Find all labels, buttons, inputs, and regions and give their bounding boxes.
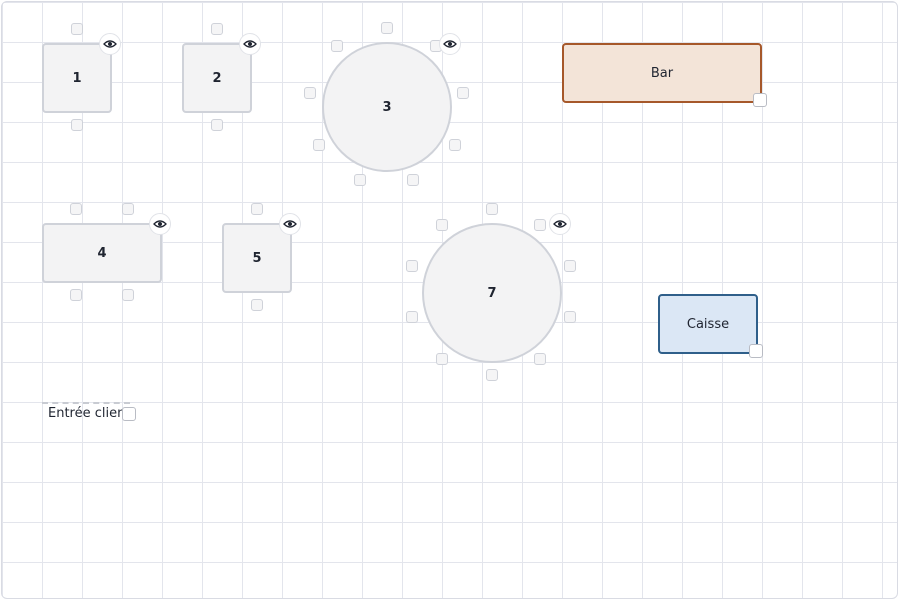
table-label: 2 [212, 70, 222, 86]
chair[interactable] [122, 289, 134, 301]
chair[interactable] [457, 87, 469, 99]
table-label: 4 [97, 245, 107, 261]
eye-icon[interactable] [439, 33, 461, 55]
chair[interactable] [71, 119, 83, 131]
chair[interactable] [406, 260, 418, 272]
chair[interactable] [70, 289, 82, 301]
chair[interactable] [331, 40, 343, 52]
chair[interactable] [436, 353, 448, 365]
chair[interactable] [564, 311, 576, 323]
zone-label: Caisse [686, 316, 730, 332]
table-7[interactable]: 7 [422, 223, 562, 363]
chair[interactable] [211, 119, 223, 131]
eye-icon[interactable] [279, 213, 301, 235]
chair[interactable] [486, 369, 498, 381]
cash-register-zone[interactable]: Caisse [658, 294, 758, 354]
chair[interactable] [486, 203, 498, 215]
entrance-label: Entrée client [48, 406, 130, 421]
entrance-zone[interactable]: Entrée client [42, 402, 130, 422]
resize-handle[interactable] [753, 93, 767, 107]
table-5[interactable]: 5 [222, 223, 292, 293]
zone-label: Bar [650, 65, 674, 81]
chair[interactable] [251, 299, 263, 311]
table-3[interactable]: 3 [322, 42, 452, 172]
table-label: 3 [382, 99, 392, 115]
chair[interactable] [354, 174, 366, 186]
chair[interactable] [449, 139, 461, 151]
resize-handle[interactable] [122, 407, 136, 421]
chair[interactable] [381, 22, 393, 34]
chair[interactable] [436, 219, 448, 231]
chair[interactable] [304, 87, 316, 99]
eye-icon[interactable] [239, 33, 261, 55]
table-label: 5 [252, 250, 262, 266]
eye-icon[interactable] [549, 213, 571, 235]
chair[interactable] [70, 203, 82, 215]
table-label: 7 [487, 285, 497, 301]
chair[interactable] [122, 203, 134, 215]
bar-zone[interactable]: Bar [562, 43, 762, 103]
chair[interactable] [534, 353, 546, 365]
chair[interactable] [251, 203, 263, 215]
eye-icon[interactable] [149, 213, 171, 235]
chair[interactable] [534, 219, 546, 231]
chair[interactable] [407, 174, 419, 186]
table-2[interactable]: 2 [182, 43, 252, 113]
chair[interactable] [564, 260, 576, 272]
chair[interactable] [71, 23, 83, 35]
chair[interactable] [406, 311, 418, 323]
table-4[interactable]: 4 [42, 223, 162, 283]
chair[interactable] [211, 23, 223, 35]
chair[interactable] [313, 139, 325, 151]
eye-icon[interactable] [99, 33, 121, 55]
table-label: 1 [72, 70, 82, 86]
resize-handle[interactable] [749, 344, 763, 358]
table-1[interactable]: 1 [42, 43, 112, 113]
